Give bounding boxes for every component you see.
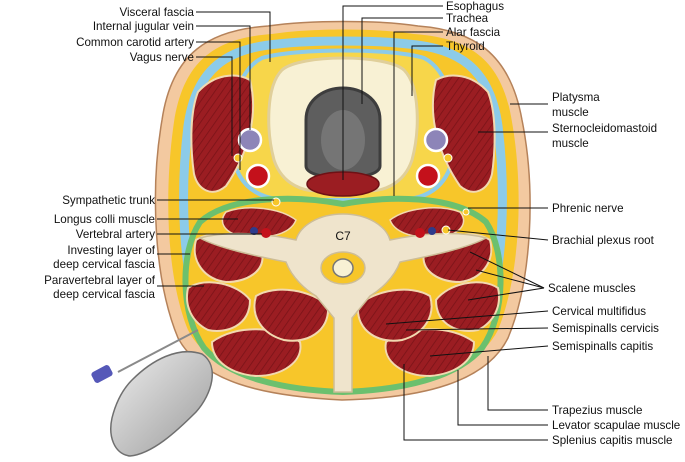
leader-lines: [157, 5, 549, 441]
label-paravertebral-layer-line1: Paravertebral layer of: [44, 274, 156, 287]
label-common-carotid-artery: Common carotid artery: [76, 36, 194, 49]
vertebra-c7: [198, 213, 488, 393]
label-sternocleidomastoid-line2: muscle: [552, 137, 589, 150]
label-phrenic-nerve: Phrenic nerve: [552, 202, 624, 215]
internal-jugular-vein-right: [423, 127, 449, 153]
labels-bottom: Trapezius muscle Levator scapulae muscle…: [552, 404, 680, 447]
carotid-sheath-left: [233, 127, 271, 189]
label-splenius-capitis-muscle: Splenius capitis muscle: [552, 434, 673, 447]
vertebra-label: C7: [335, 229, 351, 243]
leader-trachea: [361, 17, 443, 104]
leader-thyroid: [411, 45, 443, 96]
vertebral-vein-left: [250, 227, 258, 235]
vagus-nerve-right: [443, 153, 453, 163]
label-trapezius-muscle: Trapezius muscle: [552, 404, 642, 417]
label-semispinalis-capitis: Semispinalls capitis: [552, 340, 653, 353]
ultrasound-probe: [91, 329, 213, 457]
label-internal-jugular-vein: Internal jugular vein: [93, 20, 194, 33]
label-brachial-plexus-root: Brachial plexus root: [552, 234, 655, 247]
leader-trapezius: [487, 356, 548, 411]
leader-brachial-plexus-root: [447, 229, 549, 241]
common-carotid-artery-right: [415, 163, 441, 189]
leader-semispinalis-capitis: [429, 345, 549, 357]
spinal-cord: [332, 258, 354, 278]
semispinalis-left: [253, 288, 330, 342]
label-cervical-multifidus: Cervical multifidus: [552, 305, 646, 318]
leader-vagus-nerve: [196, 56, 233, 156]
leader-levator-scapulae: [457, 370, 548, 426]
semispinalis-right: [356, 288, 433, 342]
label-investing-layer-line1: Investing layer of: [67, 244, 155, 257]
longus-colli-left: [221, 207, 297, 239]
leader-common-carotid-artery: [196, 41, 241, 170]
leader-cervical-multifidus: [385, 310, 549, 325]
splenius-left: [210, 328, 302, 378]
vertebral-artery-right: [415, 228, 425, 238]
label-sternocleidomastoid-line1: Sternocleidomastoid: [552, 122, 657, 135]
label-investing-layer-line2: deep cervical fascia: [53, 258, 155, 271]
label-longus-colli-muscle: Longus colli muscle: [54, 213, 155, 226]
internal-jugular-vein-left: [237, 127, 263, 153]
probe-needle: [117, 329, 199, 373]
label-thyroid: Thyroid: [446, 40, 485, 53]
leader-scalene-3: [467, 287, 545, 301]
label-trachea: Trachea: [446, 12, 489, 25]
sternocleidomastoid-left: [190, 74, 255, 193]
leader-internal-jugular-vein: [196, 25, 251, 130]
label-levator-scapulae-muscle: Levator scapulae muscle: [552, 419, 680, 432]
label-sympathetic-trunk: Sympathetic trunk: [62, 194, 155, 207]
carotid-sheath-right: [415, 127, 453, 189]
label-visceral-fascia: Visceral fascia: [119, 6, 194, 19]
label-semispinalis-cervicis: Semispinalls cervicis: [552, 322, 659, 335]
label-paravertebral-layer-line2: deep cervical fascia: [53, 288, 155, 301]
leader-splenius-capitis: [403, 364, 548, 441]
labels-top: Esophagus Trachea Alar fascia Thyroid: [446, 0, 504, 53]
labels-left: Visceral fascia Internal jugular vein Co…: [44, 6, 194, 301]
vertebral-vein-right: [428, 227, 436, 235]
sympathetic-trunk-shape: [271, 197, 281, 207]
label-alar-fascia: Alar fascia: [446, 26, 501, 39]
labels-right: Platysma muscle Sternocleidomastoid musc…: [548, 91, 659, 353]
sternocleidomastoid-right: [431, 74, 496, 193]
common-carotid-artery-left: [245, 163, 271, 189]
label-scalene-muscles: Scalene muscles: [548, 282, 636, 295]
leader-visceral-fascia: [196, 11, 271, 62]
leader-scalene-1: [469, 251, 545, 289]
label-esophagus: Esophagus: [446, 0, 504, 13]
leader-scalene-2: [475, 269, 545, 289]
label-vagus-nerve: Vagus nerve: [130, 51, 194, 64]
label-platysma-line1: Platysma: [552, 91, 600, 104]
leader-alar-fascia: [393, 31, 443, 196]
leader-semispinalis-cervicis: [405, 327, 549, 331]
phrenic-nerve-shape: [462, 208, 470, 216]
leader-esophagus: [342, 5, 443, 180]
vertebral-artery-left: [261, 228, 271, 238]
needle-hub: [91, 365, 113, 383]
levator-scapulae-left: [186, 281, 252, 332]
label-platysma-line2: muscle: [552, 106, 589, 119]
vagus-nerve-left: [233, 153, 243, 163]
label-vertebral-artery: Vertebral artery: [76, 228, 155, 241]
probe-body: [110, 350, 213, 457]
